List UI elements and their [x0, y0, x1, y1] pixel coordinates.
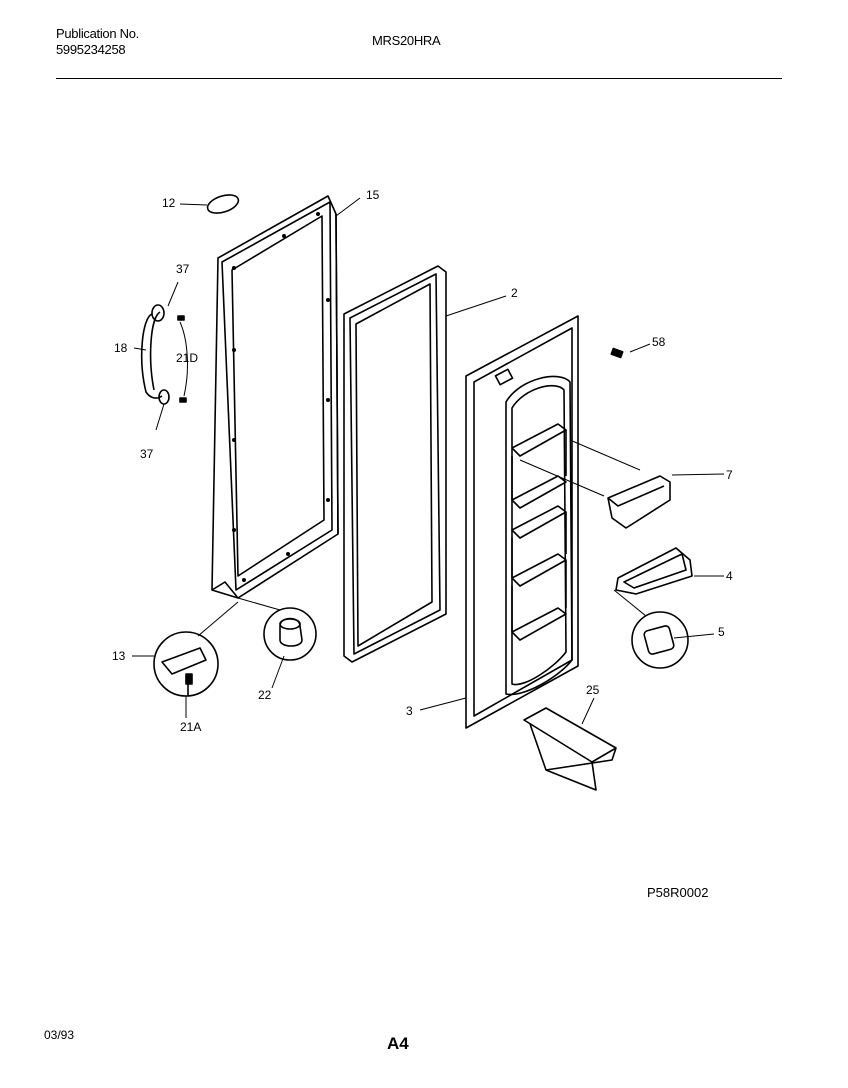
part-12-cap [179, 194, 240, 214]
callout-15: 15 [366, 188, 380, 202]
callout-7: 7 [726, 468, 733, 482]
page-code: A4 [387, 1034, 409, 1053]
callout-37-top: 37 [176, 262, 190, 276]
part-58-screw [610, 343, 651, 359]
part-15-door-panel [211, 195, 361, 599]
part-3-door-liner [419, 315, 579, 729]
callout-2: 2 [511, 286, 518, 300]
callout-18: 18 [114, 341, 128, 355]
part-25-bin [523, 697, 617, 791]
part-7-dairy-cover [519, 439, 725, 529]
callout-13: 13 [112, 649, 126, 663]
part-2-gasket [343, 265, 507, 663]
header-rule [56, 78, 782, 79]
callout-5: 5 [718, 625, 725, 639]
callout-21d: 21D [176, 351, 198, 365]
figure-code: P58R0002 [647, 885, 709, 900]
door-shelf [511, 423, 567, 641]
part-22-bushing-detail [237, 597, 317, 689]
part-5-detail [613, 589, 715, 669]
callout-21a: 21A [180, 720, 201, 734]
footer-date: 03/93 [44, 1028, 75, 1042]
publication-label: Publication No. [56, 26, 139, 41]
callout-58: 58 [652, 335, 666, 349]
callout-3: 3 [406, 704, 413, 718]
callout-4: 4 [726, 569, 733, 583]
part-4-shelf-bar [615, 547, 724, 595]
callout-37-bottom: 37 [140, 447, 154, 461]
callout-22: 22 [258, 688, 272, 702]
part-13-hinge-detail [132, 601, 239, 718]
callout-25: 25 [586, 683, 600, 697]
part-18-handle [133, 281, 188, 431]
publication-number: 5995234258 [56, 42, 126, 57]
model-number: MRS20HRA [372, 33, 441, 48]
callout-12: 12 [162, 196, 176, 210]
